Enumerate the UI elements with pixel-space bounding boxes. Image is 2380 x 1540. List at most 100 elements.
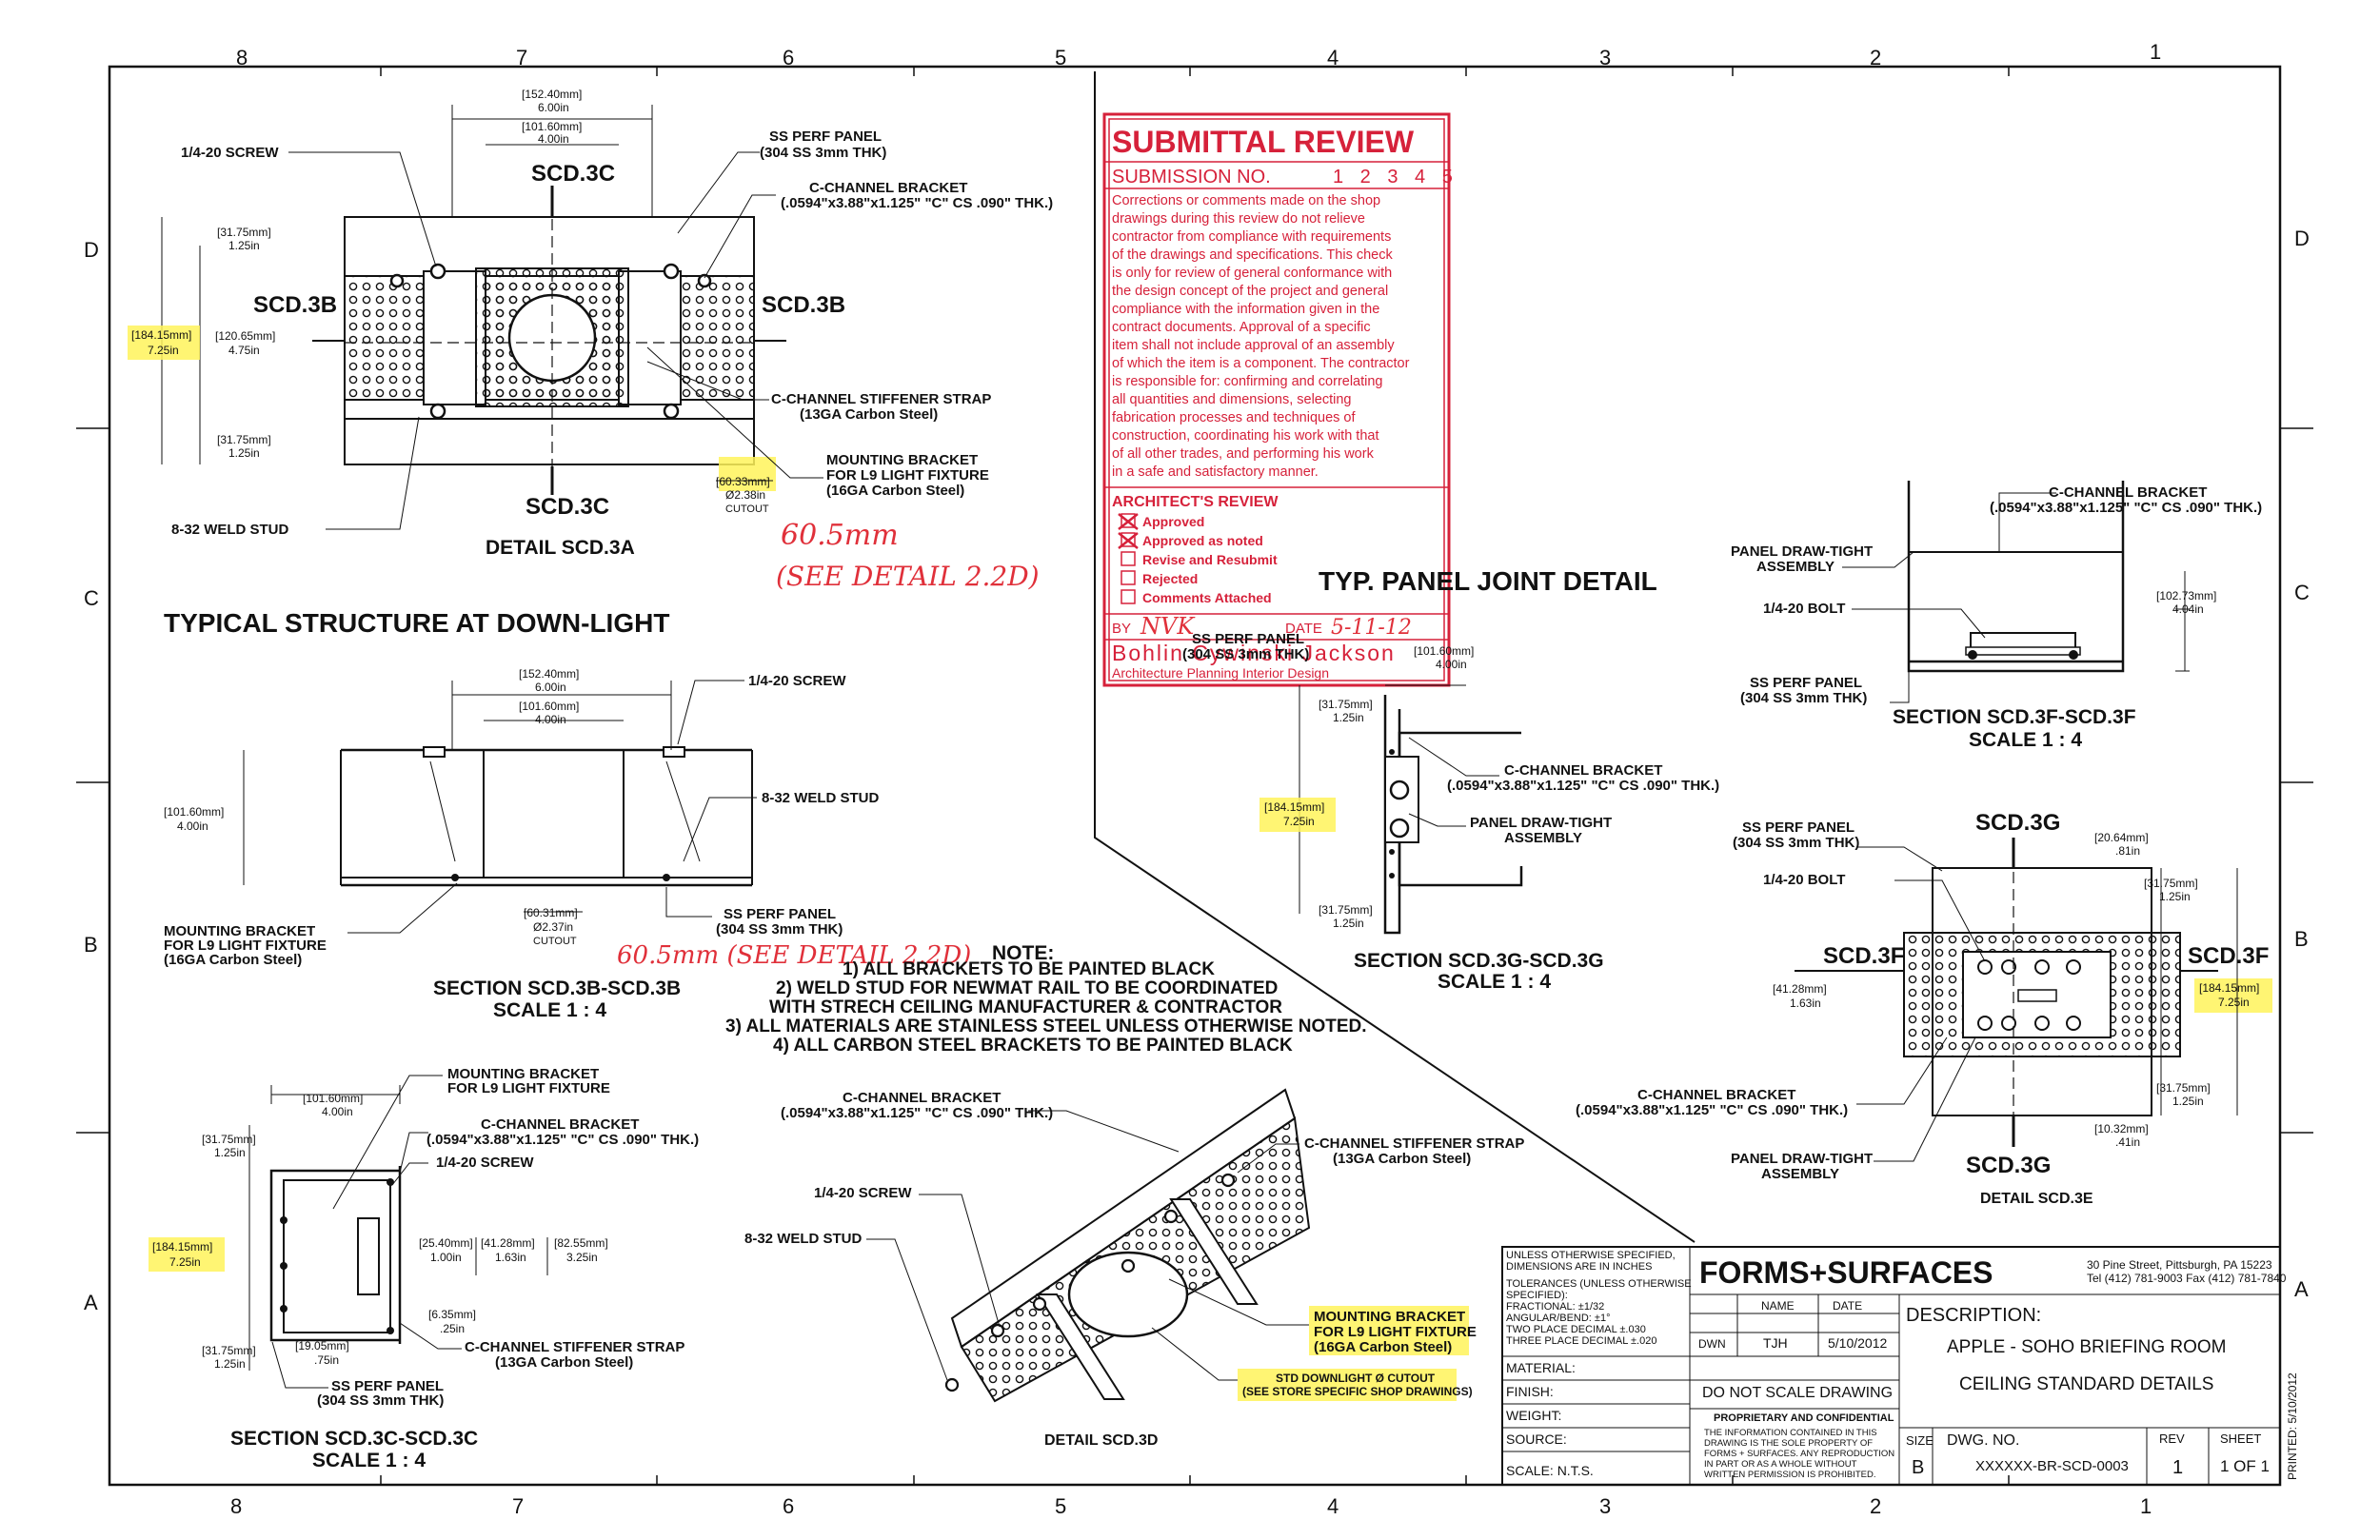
tb-desc1: APPLE - SOHO BRIEFING ROOM: [1947, 1337, 2227, 1357]
tb-prop-3: FORMS + SURFACES. ANY REPRODUCTION: [1704, 1449, 1894, 1459]
dim-3c-e: [19.05mm]: [295, 1339, 349, 1352]
dim-3g-l2b: 1.25in: [1333, 917, 1364, 930]
svg-text:is only for review of general: is only for review of general conformanc…: [1112, 266, 1392, 281]
dim-3a-l3b: 1.25in: [228, 446, 260, 460]
label-3c-cchan1: C-CHANNEL BRACKET: [481, 1116, 639, 1133]
stamp-title: SUBMITTAL REVIEW: [1112, 125, 1415, 159]
sec-3b-right: SCD.3B: [762, 292, 845, 318]
stamp-opt-comments: Comments Attached: [1142, 590, 1272, 605]
dim-3c-d: [6.35mm]: [428, 1308, 476, 1321]
dim-3b-top2: [101.60mm]: [519, 700, 579, 713]
svg-text:drawings during this review do: drawings during this review do not relie…: [1112, 211, 1365, 227]
sec-3f-left: SCD.3F: [1823, 943, 1904, 969]
detail-scd-3d: C-CHANNEL BRACKET (.0594"x3.88"x1.125" "…: [744, 1088, 1524, 1449]
label-3c-screw: 1/4-20 SCREW: [436, 1155, 534, 1171]
svg-text:all quantities and dimensions,: all quantities and dimensions, selecting: [1112, 392, 1351, 407]
label-3b-screw: 1/4-20 SCREW: [748, 673, 846, 689]
title-detail-3e: DETAIL SCD.3E: [1980, 1191, 2093, 1207]
stamp-by-label: BY: [1112, 621, 1131, 637]
stamp-checkboxes: [1118, 513, 1139, 604]
stamp-firm: Bohlin Cywinski Jackson: [1112, 641, 1396, 665]
label-3a-perf2: (304 SS 3mm THK): [760, 145, 886, 161]
section-scd-3f: [102.73mm] 4.04in C-CHANNEL BRACKET (.05…: [1731, 481, 2262, 751]
dim-3b-l: [101.60mm]: [164, 805, 224, 819]
dim-3g-hb: 7.25in: [1283, 815, 1315, 828]
dim-3e-lb: 1.63in: [1790, 997, 1821, 1010]
col-bot-7: 7: [512, 1494, 524, 1518]
tb-tol1: TOLERANCES (UNLESS OTHERWISE: [1506, 1278, 1692, 1290]
label-3d-cchan2: (.0594"x3.88"x1.125" "C" CS .090" THK.): [781, 1105, 1053, 1121]
dim-3b-cutb: Ø2.37in: [533, 920, 573, 934]
hand-note-3b: 60.5mm (SEE DETAIL 2.2D): [617, 941, 971, 970]
svg-text:of all other trades, and perfo: of all other trades, and performing his …: [1112, 446, 1375, 462]
label-3d-screw: 1/4-20 SCREW: [814, 1185, 912, 1201]
stamp-by-value: NVK: [1140, 613, 1196, 640]
label-3g-draw2: ASSEMBLY: [1504, 830, 1582, 846]
dim-3b-top1b: 6.00in: [535, 681, 566, 694]
stamp-submission-label: SUBMISSION NO.: [1112, 167, 1271, 188]
tb-dwn-name: TJH: [1763, 1335, 1788, 1351]
label-3f-perf1: SS PERF PANEL: [1750, 675, 1862, 691]
dim-3e-r1: [31.75mm]: [2144, 877, 2198, 890]
label-3d-mount2: FOR L9 LIGHT FIXTURE: [1314, 1324, 1477, 1340]
stamp-opt-rejected: Rejected: [1142, 571, 1198, 586]
tb-tol3: FRACTIONAL: ±1/32: [1506, 1301, 1604, 1313]
label-3g-cchan2: (.0594"x3.88"x1.125" "C" CS .090" THK.): [1447, 778, 1719, 794]
label-3e-perf1: SS PERF PANEL: [1742, 819, 1854, 836]
dim-3a-top1: [152.40mm]: [522, 88, 582, 101]
dim-3b-cut: [60.31mm]: [524, 906, 578, 919]
dim-3e-hb: 7.25in: [2218, 996, 2250, 1009]
dim-3b-lb: 4.00in: [177, 819, 208, 833]
col-top-8: 8: [236, 46, 248, 69]
svg-text:fabrication processes and tech: fabrication processes and techniques of: [1112, 410, 1356, 425]
stamp-body: Corrections or comments made on the shop…: [1112, 193, 1410, 480]
label-3b-weld: 8-32 WELD STUD: [762, 790, 880, 806]
notes-title: NOTE:: [992, 942, 1054, 964]
svg-text:in a safe and satisfactory man: in a safe and satisfactory manner.: [1112, 464, 1319, 480]
row-right-A: A: [2294, 1277, 2309, 1301]
row-left-C: C: [84, 586, 99, 610]
label-3e-draw1: PANEL DRAW-TIGHT: [1731, 1151, 1873, 1167]
label-3b-mount3: (16GA Carbon Steel): [164, 952, 302, 968]
label-3c-perf2: (304 SS 3mm THK): [317, 1392, 444, 1409]
label-3a-strap2: (13GA Carbon Steel): [800, 406, 938, 423]
note-1: 1) ALL BRACKETS TO BE PAINTED BLACK: [843, 959, 1215, 979]
tb-rev-v: 1: [2172, 1457, 2183, 1478]
dim-3g-topb: 4.00in: [1436, 658, 1467, 671]
title-detail-3a: DETAIL SCD.3A: [486, 537, 635, 559]
tb-prop-4: IN PART OR AS A WHOLE WITHOUT: [1704, 1459, 1857, 1470]
label-3f-bolt: 1/4-20 BOLT: [1763, 601, 1845, 617]
dim-3c-l2: [31.75mm]: [202, 1344, 256, 1357]
label-3d-std1: STD DOWNLIGHT Ø CUTOUT: [1276, 1372, 1436, 1385]
label-3c-mount2: FOR L9 LIGHT FIXTURE: [447, 1080, 610, 1096]
svg-text:item shall not include approva: item shall not include approval of an as…: [1112, 338, 1395, 353]
stamp-date-label: DATE: [1285, 621, 1322, 637]
svg-text:compliance with the informatio: compliance with the information given in…: [1112, 302, 1379, 317]
stamp-date-value: 5-11-12: [1331, 616, 1412, 640]
title-panel-joint: TYP. PANEL JOINT DETAIL: [1319, 566, 1657, 596]
dim-3c-ab: 1.00in: [430, 1251, 462, 1264]
dim-3c-bb: 1.63in: [495, 1251, 526, 1264]
col-top-7: 7: [516, 46, 527, 69]
label-3c-strap1: C-CHANNEL STIFFENER STRAP: [465, 1339, 684, 1355]
title-detail-3d: DETAIL SCD.3D: [1044, 1432, 1158, 1449]
dim-3a-cutb: Ø2.38in: [725, 488, 765, 502]
label-3c-mount1: MOUNTING BRACKET: [447, 1066, 599, 1082]
note-2b: WITH STRECH CEILING MANUFACTURER & CONTR…: [769, 997, 1282, 1017]
detail-scd-3e: SCD.3G SCD.3G SCD.3F SCD.3F SS PERF PANE…: [1576, 810, 2272, 1207]
dim-3a-top2: [101.60mm]: [522, 120, 582, 133]
zone-markers: 8 7 6 5 4 3 2 1 8 7 6 5 4 3 2 1 D C B A …: [84, 40, 2310, 1518]
hand-note-3a-2: (SEE DETAIL 2.2D): [776, 561, 1040, 592]
note-3: 3) ALL MATERIALS ARE STAINLESS STEEL UNL…: [725, 1017, 1367, 1037]
label-3d-weld: 8-32 WELD STUD: [744, 1231, 863, 1247]
label-3d-cchan1: C-CHANNEL BRACKET: [843, 1090, 1001, 1106]
dim-3a-l2b: 4.75in: [228, 344, 260, 357]
label-3a-perf1: SS PERF PANEL: [769, 128, 882, 145]
col-top-1: 1: [2150, 40, 2161, 64]
scale-section-3c: SCALE 1 : 4: [312, 1450, 426, 1471]
tb-date-h: DATE: [1833, 1299, 1862, 1313]
dim-3c-cb: 3.25in: [566, 1251, 598, 1264]
label-3f-draw2: ASSEMBLY: [1756, 559, 1835, 575]
dim-3a-top2b: 4.00in: [538, 132, 569, 146]
